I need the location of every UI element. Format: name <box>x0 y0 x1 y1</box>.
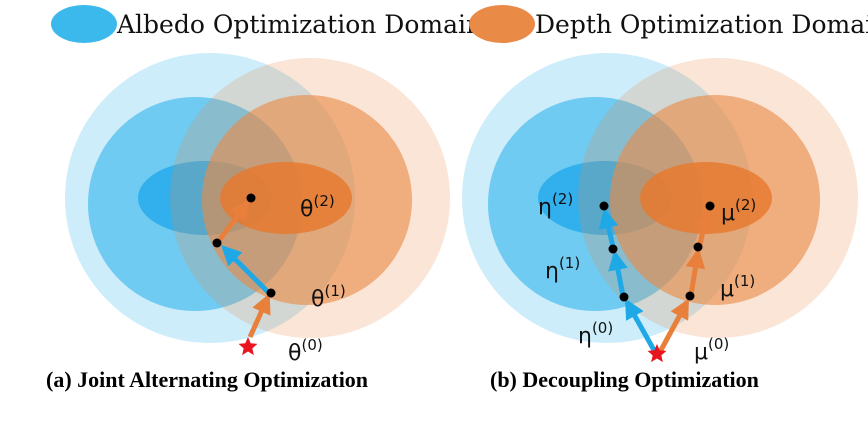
panel-b-eta-arrow-1 <box>608 250 628 297</box>
panel-b-mu-arrow-0 <box>657 298 690 354</box>
panel-b-label-eta0: η(0) <box>578 319 613 349</box>
panel-a-arrow-2 <box>215 199 250 244</box>
depth-legend-label: Depth Optimization Domain <box>535 10 868 39</box>
legend: Albedo Optimization Domain Depth Optimiz… <box>51 5 868 43</box>
panel-b-mu-arrow-1 <box>685 248 706 296</box>
panel-b-caption: (b) Decoupling Optimization <box>490 367 759 392</box>
panel-b-point-mu1 <box>693 242 703 252</box>
panel-b-point-eta0 <box>619 292 629 302</box>
panel-b-point-mu2 <box>705 201 715 211</box>
depth-legend-swatch <box>469 5 535 43</box>
albedo-legend-swatch <box>51 5 117 43</box>
panel-b-point-eta1 <box>608 244 618 254</box>
panel-a-point-theta2 <box>246 193 256 203</box>
panel-b-point-mu0 <box>685 291 695 301</box>
panel-b-eta-arrow-0 <box>624 298 658 354</box>
panel-a-point-theta1-intermediate <box>212 238 222 248</box>
panel-b-label-mu2: μ(2) <box>721 196 756 226</box>
panel-a-point-theta1 <box>266 288 276 298</box>
panel-b-depth-domain <box>578 58 858 338</box>
panel-a-arrow-1 <box>221 245 270 294</box>
panel-a-caption: (a) Joint Alternating Optimization <box>46 367 368 392</box>
panel-a-start-star <box>238 337 258 356</box>
panel-b-start-star <box>647 344 667 363</box>
albedo-legend-label: Albedo Optimization Domain <box>116 10 482 39</box>
panel-b-label-mu1: μ(1) <box>720 272 755 302</box>
panel-a-label-theta1: θ(1) <box>311 282 346 312</box>
panel-a-arrow-0 <box>247 293 271 339</box>
panel-a: θ(2) θ(1) θ(0) (a) Joint Alternating Opt… <box>46 53 450 392</box>
panel-a-depth-domain <box>170 58 450 338</box>
panel-b-label-eta1: η(1) <box>545 254 580 284</box>
panel-b: η(2) η(1) η(0) μ(2) μ(1) μ(0) (b) Decoup… <box>462 53 858 392</box>
panel-a-label-theta0: θ(0) <box>288 336 323 366</box>
panel-b-mu-arrow-2 <box>693 208 714 246</box>
panel-b-label-mu0: μ(0) <box>694 335 729 365</box>
panel-b-eta-arrow-2 <box>598 208 619 248</box>
panel-a-label-theta2: θ(2) <box>300 192 335 222</box>
panel-b-point-eta2 <box>599 201 609 211</box>
panel-b-label-eta2: η(2) <box>538 190 573 220</box>
